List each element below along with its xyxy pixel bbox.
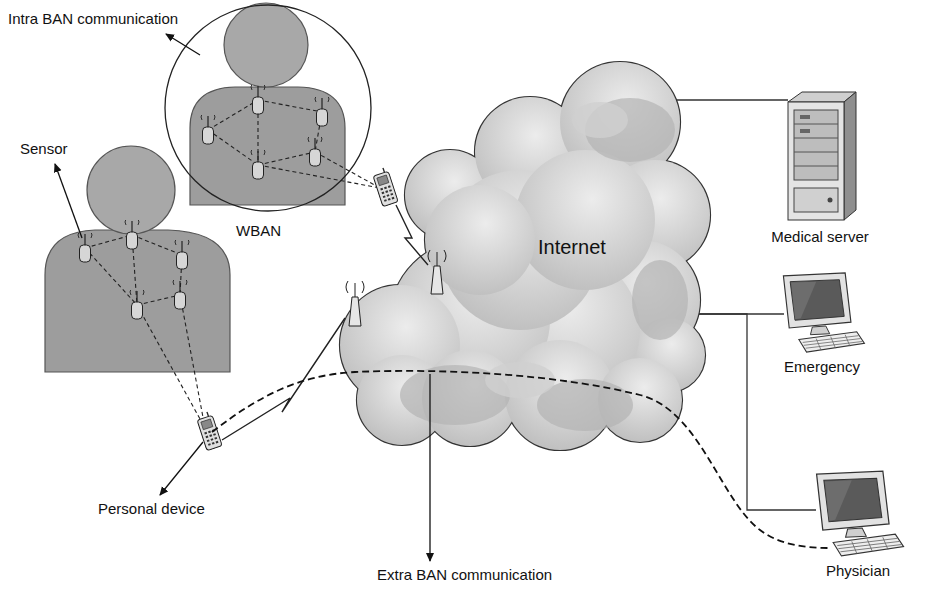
personal-device <box>372 166 399 206</box>
connector-line <box>685 314 816 510</box>
terminal-icon: Emergency <box>776 272 868 376</box>
node-label: Physician <box>810 562 906 580</box>
cloud-shape <box>340 58 715 450</box>
sensor-nodes <box>78 219 189 319</box>
callout-label: Intra BAN communication <box>8 10 178 28</box>
antenna-tower <box>346 281 364 326</box>
extra-ban-path <box>212 371 830 548</box>
node-label: Medical server <box>769 228 871 246</box>
callout-arrow <box>55 164 82 238</box>
terminal-icon-graphic <box>776 272 868 354</box>
node-label: Emergency <box>776 358 868 376</box>
person-figure <box>45 146 230 372</box>
sensor-nodes <box>201 84 329 179</box>
terminal-icon: Physician <box>810 470 906 580</box>
wireless-link <box>222 318 345 440</box>
intra-ban-links <box>208 100 380 188</box>
cloud-label: Internet <box>538 235 606 259</box>
person-figure <box>190 3 345 205</box>
wireless-link <box>396 205 428 265</box>
callout-arrow <box>429 374 430 561</box>
callout-label: Sensor <box>20 140 68 158</box>
intra-ban-links <box>85 235 205 428</box>
callout-arrow <box>166 34 200 55</box>
antenna-tower <box>428 250 446 294</box>
server-icon: Medical server <box>769 88 871 246</box>
terminal-icon-graphic <box>810 470 906 558</box>
callout-label: Personal device <box>98 500 205 518</box>
internet-cloud: Internet <box>340 58 715 450</box>
callout-arrow <box>160 442 203 495</box>
callout-label: Extra BAN communication <box>377 566 552 584</box>
intra-ban-circle <box>165 5 371 211</box>
server-icon-graphic <box>780 88 860 223</box>
network-label: WBAN <box>236 222 281 240</box>
personal-device <box>196 410 223 450</box>
